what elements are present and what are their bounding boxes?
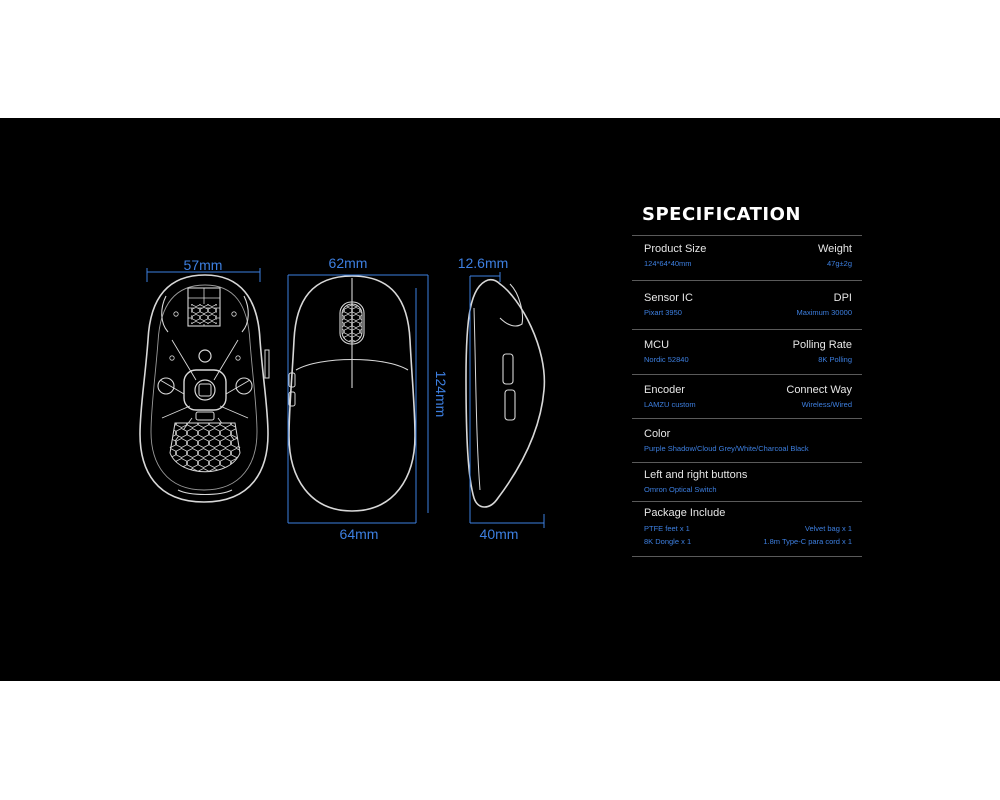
package-item-velvet-bag: Velvet bag x 1 xyxy=(804,524,852,533)
package-item-ptfe-feet: PTFE feet x 1 xyxy=(644,524,690,533)
product-banner: 57mm 62mm 12.6mm 124mm 64mm 40mm SPECIFI… xyxy=(0,118,1000,681)
spec-value-product-size: 124*64*40mm xyxy=(644,259,692,268)
specification-panel: SPECIFICATION Product Size Weight 124*64… xyxy=(632,118,862,681)
spec-label-sensor: Sensor IC xyxy=(644,292,693,304)
bottom-honeycomb xyxy=(169,422,241,473)
spec-label-product-size: Product Size xyxy=(644,243,707,255)
package-item-dongle: 8K Dongle x 1 xyxy=(644,537,692,546)
spec-value-sensor: Pixart 3950 xyxy=(644,308,682,317)
dimension-lines xyxy=(146,268,545,528)
top-honeycomb xyxy=(191,304,217,324)
divider xyxy=(632,556,862,557)
specification-title: SPECIFICATION xyxy=(642,204,801,225)
spec-label-encoder: Encoder xyxy=(644,384,685,396)
dimension-width-bottom: 64mm xyxy=(340,526,379,542)
dimension-length-top: 62mm xyxy=(329,255,368,271)
mouse-top-view xyxy=(288,275,416,512)
spec-label-buttons: Left and right buttons xyxy=(644,469,748,481)
divider xyxy=(632,501,862,502)
dimension-width-top: 57mm xyxy=(184,257,223,273)
spec-label-color: Color xyxy=(644,428,671,440)
scroll-wheel xyxy=(341,303,363,343)
spec-label-weight: Weight xyxy=(817,243,852,255)
spec-value-polling-rate: 8K Polling xyxy=(818,355,852,364)
divider xyxy=(632,329,862,330)
divider xyxy=(632,418,862,419)
divider xyxy=(632,462,862,463)
spec-label-package: Package Include xyxy=(644,507,726,519)
spec-value-buttons: Omron Optical Switch xyxy=(644,485,717,494)
mouse-side-view xyxy=(465,278,546,508)
divider xyxy=(632,374,862,375)
spec-value-weight: 47g±2g xyxy=(827,259,852,268)
dimension-height-top: 12.6mm xyxy=(458,255,509,271)
dimension-height-bottom: 40mm xyxy=(480,526,519,542)
dimension-length-side: 124mm xyxy=(433,371,449,418)
spec-value-dpi: Maximum 30000 xyxy=(796,308,852,317)
mouse-dimension-diagram: 57mm 62mm 12.6mm 124mm 64mm 40mm xyxy=(139,255,546,542)
divider xyxy=(632,280,862,281)
spec-value-encoder: LAMZU custom xyxy=(644,400,696,409)
spec-value-connect-way: Wireless/Wired xyxy=(801,400,852,409)
divider xyxy=(632,235,862,236)
package-item-cable: 1.8m Type-C para cord x 1 xyxy=(763,537,852,546)
spec-label-dpi: DPI xyxy=(833,292,852,304)
spec-value-mcu: Nordic 52840 xyxy=(644,355,689,364)
spec-value-color: Purple Shadow/Cloud Grey/White/Charcoal … xyxy=(644,444,809,453)
spec-label-polling-rate: Polling Rate xyxy=(792,339,852,351)
spec-label-connect-way: Connect Way xyxy=(786,384,852,396)
spec-label-mcu: MCU xyxy=(644,339,670,351)
